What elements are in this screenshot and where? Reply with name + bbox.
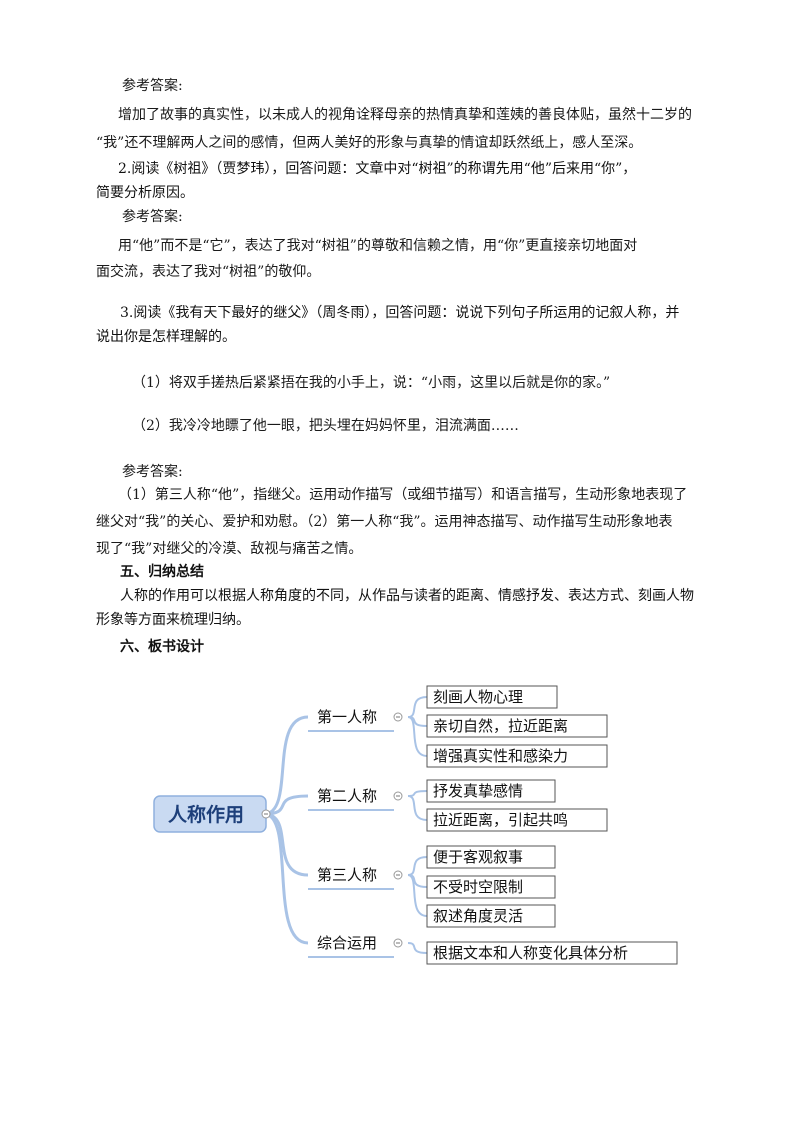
connector-root-branch (263, 812, 309, 945)
mindmap-connectors (263, 696, 428, 958)
leaf-node (426, 845, 556, 869)
leaf-label: 刻画人物心理 (433, 688, 523, 706)
question-2-line2: 简要分析原因。 (96, 185, 194, 201)
connector-root-branch (263, 812, 309, 877)
leaf-node (426, 685, 558, 709)
question-3-item1: （1）将双手搓热后紧紧捂在我的小手上，说：“小雨，这里以后就是你的家。” (132, 375, 611, 391)
leaf-label: 不受时空限制 (433, 878, 523, 896)
connector-branch-leaf (407, 696, 428, 718)
connector-branch-leaf (407, 874, 428, 917)
ref3-line1: （1）第三人称“他”，指继父。运用动作描写（或细节描写）和语言描写，生动形象地表… (118, 487, 688, 503)
question-2-line1: 2.阅读《树祖》（贾梦玮），回答问题：文章中对“树祖”的称谓先用“他”后来用“你… (118, 161, 637, 177)
connector-branch-leaf (407, 790, 428, 797)
branch-label: 第一人称 (317, 708, 377, 726)
leaf-label: 叙述角度灵活 (433, 907, 523, 925)
section-5-line2: 形象等方面来梳理归纳。 (96, 612, 250, 628)
leaf-label: 抒发真挚感情 (433, 782, 523, 800)
leaf-node (426, 744, 608, 768)
ref3-line3: 现了“我”对继父的冷漠、敌视与痛苦之情。 (96, 541, 363, 557)
branch-label: 第三人称 (317, 866, 377, 884)
root-label: 人称作用 (168, 803, 244, 826)
connector-branch-leaf (407, 716, 428, 757)
leaf-node (426, 779, 556, 803)
ref2-line2: 面交流，表达了我对“树祖”的敬仰。 (96, 264, 321, 280)
connector-root-branch (263, 794, 309, 816)
ref2-label: 参考答案: (122, 209, 183, 225)
leaf-node (426, 714, 608, 738)
leaf-node (426, 904, 556, 928)
ref1-line2: “我”还不理解两人之间的感情，但两人美好的形象与真挚的情谊却跃然纸上，感人至深。 (96, 135, 643, 151)
leaf-label: 根据文本和人称变化具体分析 (433, 944, 628, 962)
leaf-label: 便于客观叙事 (433, 848, 523, 866)
leaf-label: 拉近距离，引起共鸣 (433, 811, 568, 829)
connector-branch-leaf (407, 856, 428, 876)
leaf-node (426, 941, 678, 965)
ref3-line2: 继父对“我”的关心、爱护和劝慰。（2）第一人称“我”。运用神态描写、动作描写生动… (96, 514, 673, 530)
ref3-label: 参考答案: (122, 464, 183, 480)
question-3-line2: 说出你是怎样理解的。 (96, 329, 236, 345)
section-5-line1: 人称的作用可以根据人称角度的不同，从作品与读者的距离、情感抒发、表达方式、刻画人… (120, 588, 694, 604)
connector-branch-leaf (407, 795, 428, 821)
question-3-line1: 3.阅读《我有天下最好的继父》（周冬雨），回答问题：说说下列句子所运用的记叙人称… (120, 305, 680, 321)
leaf-label: 增强真实性和感染力 (433, 747, 568, 765)
section-5-heading: 五、归纳总结 (120, 564, 204, 580)
leaf-label: 亲切自然，拉近距离 (433, 717, 568, 735)
ref1-label: 参考答案: (122, 78, 183, 94)
section-6-heading: 六、板书设计 (120, 639, 204, 655)
question-3-item2: （2）我冷冷地瞟了他一眼，把头埋在妈妈怀里，泪流满面…… (132, 418, 519, 434)
ref1-line1: 增加了故事的真实性，以未成人的视角诠释母亲的热情真挚和莲姨的善良体贴，虽然十二岁… (118, 107, 692, 123)
branch-label: 综合运用 (317, 934, 377, 952)
branch-label: 第二人称 (317, 787, 377, 805)
leaf-node (426, 808, 608, 832)
ref2-line1: 用“他”而不是“它”，表达了我对“树祖”的尊敬和信赖之情，用“你”更直接亲切地面… (118, 238, 638, 254)
connector-branch-leaf (407, 942, 428, 954)
connector-root-branch (263, 715, 309, 816)
leaf-node (426, 875, 556, 899)
